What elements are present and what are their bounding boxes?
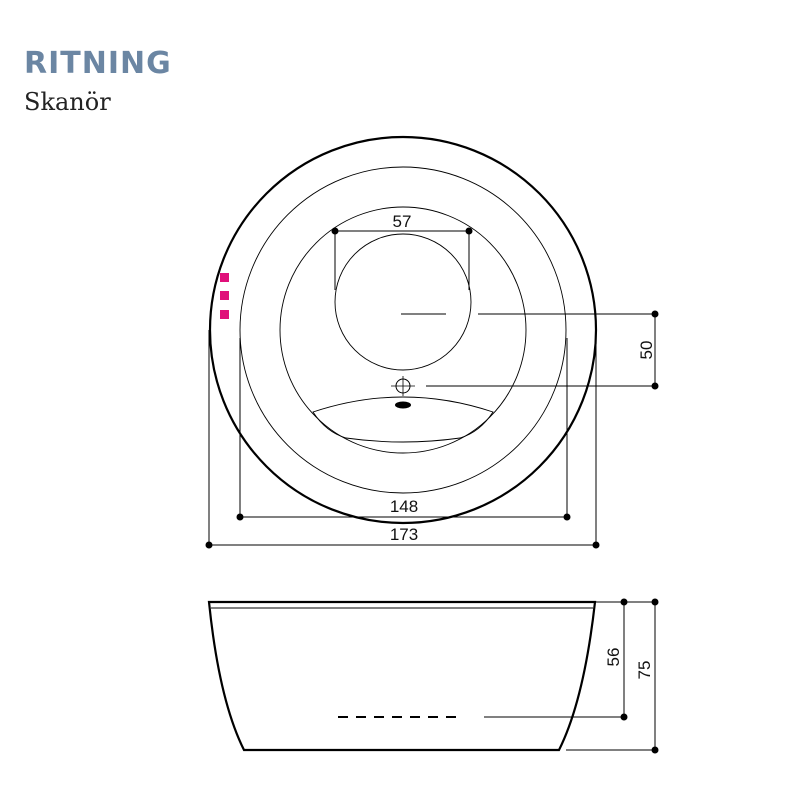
dim-drain-offset xyxy=(426,310,659,390)
dim-label-total-height: 75 xyxy=(635,661,654,680)
dim-label-basin-width: 148 xyxy=(390,497,418,516)
tub-profile xyxy=(207,600,597,752)
dim-water-depth xyxy=(484,598,655,721)
dim-label-outer-width: 173 xyxy=(390,525,418,544)
control-markers xyxy=(220,273,229,319)
dim-outer-width xyxy=(205,330,600,549)
page-title: RITNING xyxy=(24,46,172,81)
product-name: Skanör xyxy=(24,88,111,116)
dim-inner-width xyxy=(331,227,473,290)
dim-label-drain-offset: 50 xyxy=(637,341,656,360)
marker-square xyxy=(220,291,229,300)
seat-circle xyxy=(334,233,472,371)
inner-rim xyxy=(239,166,567,494)
top-view xyxy=(208,135,598,525)
backrest xyxy=(312,396,494,443)
marker-square xyxy=(220,310,229,319)
basin-outline xyxy=(279,206,527,454)
dim-label-inner-width: 57 xyxy=(393,212,412,231)
side-view xyxy=(207,600,597,752)
drawing-header: RITNING Skanör xyxy=(24,44,172,120)
drain-icon xyxy=(395,401,411,409)
dim-basin-width xyxy=(236,338,571,521)
dim-total-height xyxy=(566,598,659,754)
marker-square xyxy=(220,273,229,282)
outer-rim xyxy=(208,135,598,525)
dim-label-water-depth: 56 xyxy=(604,648,623,667)
